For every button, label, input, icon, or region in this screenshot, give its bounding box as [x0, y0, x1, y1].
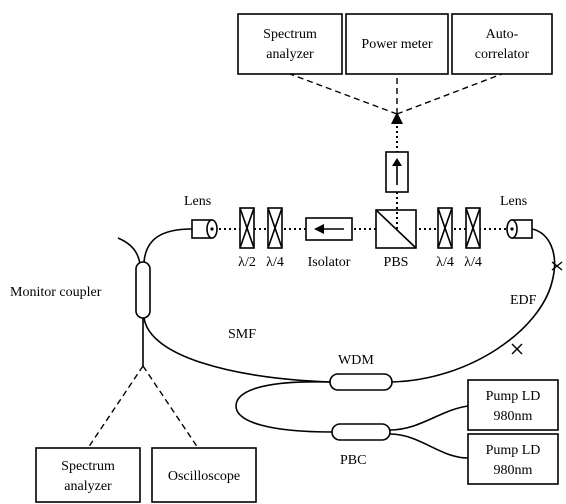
- left-arrow-icon: [314, 224, 324, 234]
- pbc-label: PBC: [340, 453, 366, 468]
- fiber-lens-to-coupler: [143, 228, 193, 263]
- top-spectrum-analyzer-line2: analyzer: [266, 47, 314, 62]
- top-spectrum-analyzer-line1: Spectrum: [263, 27, 317, 42]
- splice-mark-lower: [511, 343, 523, 355]
- oscilloscope-box: Oscilloscope: [151, 447, 257, 503]
- lens-right-label: Lens: [500, 194, 527, 209]
- autocorrelator-line2: correlator: [475, 47, 530, 62]
- pump2-line2: 980nm: [494, 463, 533, 478]
- wdm-pbc-loop: [235, 380, 333, 433]
- output-isolator: [385, 151, 409, 193]
- top-distribution-lines: [289, 73, 503, 124]
- pump1-line1: Pump LD: [486, 389, 541, 404]
- lens-left-label: Lens: [184, 194, 211, 209]
- hwp-left: [239, 207, 255, 249]
- isolator-label: Isolator: [308, 255, 351, 270]
- fiber-pbc-pump2: [389, 433, 469, 459]
- qwp-right-2: [465, 207, 481, 249]
- wdm-label: WDM: [338, 353, 374, 368]
- coupler-input-stub: [117, 237, 141, 265]
- top-spectrum-analyzer-box: Spectrum analyzer: [237, 13, 343, 75]
- dash-to-bottom-spectrum: [87, 365, 144, 449]
- smf-label: SMF: [228, 327, 256, 342]
- qwp-left: [267, 207, 283, 249]
- hwp-left-label: λ/2: [238, 255, 256, 270]
- isolator: [305, 217, 353, 241]
- oscilloscope-label: Oscilloscope: [168, 469, 240, 484]
- qwp-left-label: λ/4: [266, 255, 284, 270]
- autocorrelator-box: Auto- correlator: [451, 13, 553, 75]
- bottom-spectrum-analyzer-line2: analyzer: [64, 479, 112, 494]
- output-arrow-icon: [391, 112, 403, 124]
- wdm: [329, 373, 393, 391]
- qwp-right-2-label: λ/4: [464, 255, 482, 270]
- up-arrow-icon: [392, 158, 402, 166]
- autocorrelator-line1: Auto-: [486, 27, 519, 42]
- pump1-box: Pump LD 980nm: [467, 379, 559, 431]
- monitor-coupler-label: Monitor coupler: [10, 285, 102, 300]
- bottom-spectrum-analyzer-line1: Spectrum: [61, 459, 115, 474]
- monitor-coupler: [135, 261, 151, 319]
- dash-to-oscilloscope: [142, 365, 199, 449]
- pbc: [331, 423, 391, 441]
- power-meter-label: Power meter: [361, 37, 432, 52]
- lens-right: [506, 219, 533, 239]
- edf-fiber: [391, 228, 556, 383]
- smf-fiber: [143, 317, 331, 383]
- fiber-pbc-pump1: [389, 405, 469, 431]
- edf-label: EDF: [510, 293, 537, 308]
- splice-mark-upper: [551, 261, 563, 271]
- qwp-right-1-label: λ/4: [436, 255, 454, 270]
- pump1-line2: 980nm: [494, 409, 533, 424]
- pbs-label: PBS: [384, 255, 409, 270]
- lens-left: [191, 219, 218, 239]
- pump2-line1: Pump LD: [486, 443, 541, 458]
- power-meter-box: Power meter: [345, 13, 449, 75]
- pump2-box: Pump LD 980nm: [467, 433, 559, 485]
- qwp-right-1: [437, 207, 453, 249]
- bottom-spectrum-analyzer-box: Spectrum analyzer: [35, 447, 141, 503]
